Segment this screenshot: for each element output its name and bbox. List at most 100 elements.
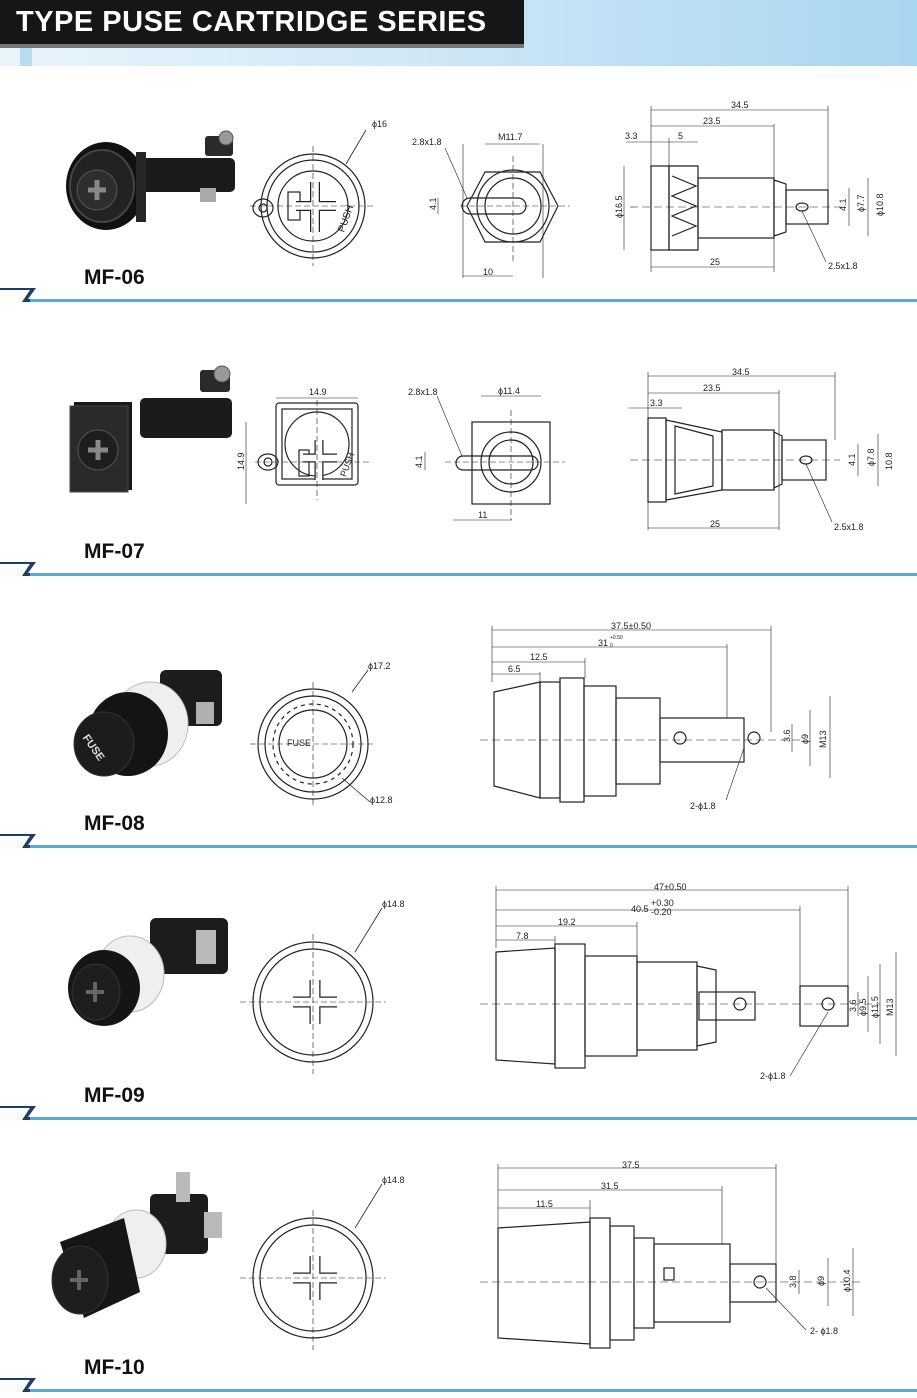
mf-08-profile-mid: 31 xyxy=(598,638,608,648)
model-label-mf-09: MF-09 xyxy=(84,1084,145,1107)
model-label-mf-10: MF-10 xyxy=(84,1356,145,1379)
title-box: TYPE PUSE CARTRIDGE SERIES xyxy=(0,0,524,44)
section-mf-10: ϕ14.8 37.5 31.5 11.5 3.8 ϕ9 xyxy=(0,1152,917,1392)
mf-06-profile-b: 5 xyxy=(678,131,683,141)
mf-09-profile-view xyxy=(480,886,897,1077)
mf-07-profile-a: 3.3 xyxy=(650,398,663,408)
section-mf-07: 14.9 14.9 PUSH 2.8x1.8 ϕ11.4 4.1 11 xyxy=(0,340,917,580)
mf-10-drawings: ϕ14.8 37.5 31.5 11.5 3.8 ϕ9 xyxy=(51,1160,860,1350)
mf-07-photo xyxy=(69,365,232,493)
mf-08-profile-hole: 2-ϕ1.8 xyxy=(690,801,716,811)
section-mf-08: FUSE FUSE ϕ17.2 ϕ12.8 xyxy=(0,612,917,852)
mf-10-profile-h2: ϕ9 xyxy=(816,1276,826,1286)
mf-07-front-width: 14.9 xyxy=(309,387,327,397)
mf-08-profile-b: 6.5 xyxy=(508,664,521,674)
mf-09-profile-b: 7.8 xyxy=(516,931,529,941)
section-divider xyxy=(0,1106,917,1120)
mf-10-front-diameter: ϕ14.8 xyxy=(382,1175,405,1185)
mf-09-front-diameter: ϕ14.8 xyxy=(382,899,405,909)
mf-08-front-outer: ϕ17.2 xyxy=(368,661,391,671)
mf-08-profile-a: 12.5 xyxy=(530,652,548,662)
section-divider xyxy=(0,834,917,848)
mf-09-profile-hole: 2-ϕ1.8 xyxy=(760,1071,786,1081)
mf-06-profile-d1: ϕ7.7 xyxy=(856,194,866,212)
mf-10-profile-mid: 31.5 xyxy=(601,1181,619,1191)
mf-07-drawings: 14.9 14.9 PUSH 2.8x1.8 ϕ11.4 4.1 11 xyxy=(69,365,894,532)
mf-07-front-height: 14.9 xyxy=(236,452,246,470)
mf-08-front-inner: ϕ12.8 xyxy=(370,795,393,805)
model-label-mf-06: MF-06 xyxy=(84,266,145,289)
mf-06-profile-mid: 23.5 xyxy=(703,116,721,126)
mf-09-profile-h4: M13 xyxy=(885,998,895,1016)
mf-08-front-label: FUSE xyxy=(287,738,311,748)
page-title: TYPE PUSE CARTRIDGE SERIES xyxy=(16,6,487,38)
mf-06-side-w: 10 xyxy=(483,267,493,277)
mf-07-side-h: 4.1 xyxy=(414,455,424,468)
mf-08-profile-mid-tol2: 0 xyxy=(610,643,613,649)
mf-08-photo: FUSE xyxy=(73,670,222,777)
mf-07-side-w: 11 xyxy=(478,510,487,520)
section-divider xyxy=(0,562,917,576)
mf-10-profile-h3: ϕ10.4 xyxy=(842,1269,852,1292)
mf-09-front-view xyxy=(240,907,386,1074)
mf-06-drawings: ϕ16 PUSH 2.8x1.8 M11.7 4.1 10 xyxy=(66,100,885,278)
mf-06-side-h: 4.1 xyxy=(428,197,438,210)
mf-07-front-view xyxy=(245,397,370,504)
mf-06-photo xyxy=(66,130,235,230)
mf-09-profile-overall: 47±0.50 xyxy=(654,882,686,892)
mf-06-profile-view xyxy=(623,106,869,272)
mf-07-profile-h: 4.1 xyxy=(847,453,857,466)
mf-06-side-slot: 2.8x1.8 xyxy=(412,137,442,147)
header-accent xyxy=(20,48,32,66)
section-mf-09: ϕ14.8 47±0.50 xyxy=(0,878,917,1118)
mf-08-profile-view xyxy=(480,626,831,803)
mf-09-profile-h1: 3.6 xyxy=(848,999,858,1012)
mf-09-drawings: ϕ14.8 47±0.50 xyxy=(68,882,897,1081)
mf-06-profile-len: 25 xyxy=(710,257,720,267)
mf-07-side-view xyxy=(424,395,565,521)
mf-06-profile-dia: ϕ16.5 xyxy=(614,195,624,218)
mf-07-push-label: PUSH xyxy=(338,451,356,478)
mf-06-profile-overall: 34.5 xyxy=(731,100,749,110)
mf-06-side-thread: M11.7 xyxy=(498,132,522,142)
mf-09-profile-mid-tol2: -0.20 xyxy=(651,907,672,917)
mf-10-profile-view xyxy=(480,1164,860,1349)
mf-09-profile-a: 19.2 xyxy=(558,917,576,927)
title-shadow xyxy=(0,44,524,48)
mf-06-profile-h: 4.1 xyxy=(838,198,848,211)
mf-07-profile-d2: 10.8 xyxy=(884,452,894,470)
mf-09-profile-mid-tol: +0.30 xyxy=(651,898,674,908)
mf-09-profile-mid: 40.5 xyxy=(631,904,649,914)
mf-08-drawings: FUSE FUSE ϕ17.2 ϕ12.8 xyxy=(73,621,831,811)
section-divider xyxy=(0,1378,917,1392)
mf-10-profile-overall: 37.5 xyxy=(622,1160,640,1170)
mf-10-profile-h1: 3.8 xyxy=(788,1275,798,1288)
mf-07-profile-len: 25 xyxy=(710,519,720,529)
mf-10-profile-hole: 2- ϕ1.8 xyxy=(810,1326,838,1336)
section-mf-06: ϕ16 PUSH 2.8x1.8 M11.7 4.1 10 xyxy=(0,66,917,306)
mf-08-profile-overall: 37.5±0.50 xyxy=(611,621,651,631)
mf-06-side-view xyxy=(437,143,570,278)
model-label-mf-07: MF-07 xyxy=(84,540,145,563)
page-header: TYPE PUSE CARTRIDGE SERIES xyxy=(0,0,917,66)
mf-08-profile-h3: M13 xyxy=(818,730,828,748)
mf-09-profile-h2: ϕ9.5 xyxy=(858,998,868,1016)
mf-07-side-slot: 2.8x1.8 xyxy=(408,387,438,397)
mf-06-front-view xyxy=(250,129,376,266)
mf-10-front-view xyxy=(240,1183,386,1350)
mf-06-profile-hole: 2.5x1.8 xyxy=(828,261,858,271)
mf-06-profile-d2: ϕ10.8 xyxy=(875,193,885,216)
mf-08-front-view xyxy=(250,669,376,808)
mf-07-profile-overall: 34.5 xyxy=(732,367,750,377)
mf-08-profile-h1: 3.6 xyxy=(782,729,792,742)
mf-07-side-thread: ϕ11.4 xyxy=(498,386,520,396)
mf-08-profile-mid-tol: +0.50 xyxy=(610,635,623,641)
mf-06-front-diameter: ϕ16 xyxy=(372,119,387,129)
mf-08-profile-h2: ϕ9 xyxy=(800,734,810,744)
mf-07-profile-d1: ϕ7.8 xyxy=(866,448,876,466)
mf-07-profile-view xyxy=(628,372,879,530)
mf-09-photo xyxy=(68,918,228,1026)
mf-07-profile-mid: 23.5 xyxy=(703,383,721,393)
section-divider xyxy=(0,288,917,302)
model-label-mf-08: MF-08 xyxy=(84,812,145,835)
